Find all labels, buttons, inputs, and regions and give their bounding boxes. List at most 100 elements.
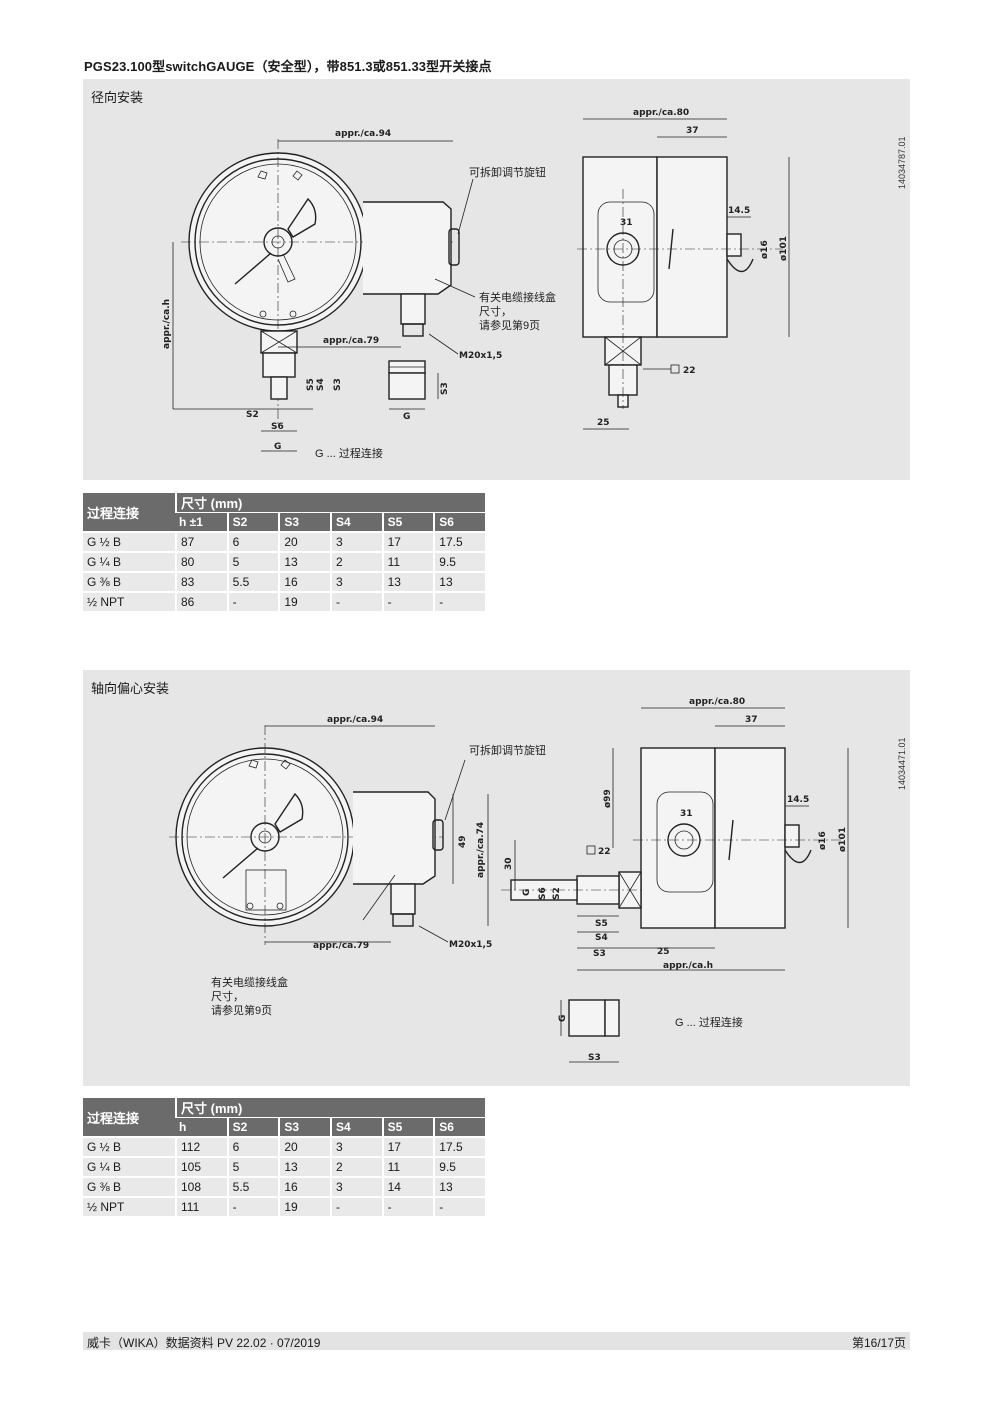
drawing-axial: appr./ca.94 49 appr./ca.74 appr./ca.79 M… [169,697,907,1063]
svg-text:G: G [522,889,532,896]
svg-text:appr./ca.79: appr./ca.79 [323,336,379,346]
footer-publication: 威卡（WIKA）数据资料 PV 22.02 · 07/2019 [87,1336,321,1350]
svg-text:请参见第9页: 请参见第9页 [479,318,540,332]
notes-axial: 可拆卸调节旋钮 有关电缆接线盒 尺寸， 请参见第9页 G ... 过程连接 [211,743,743,1029]
svg-text:appr./ca.74: appr./ca.74 [476,822,486,878]
header-s6: S6 [433,512,485,531]
header-s2: S2 [226,1117,279,1136]
svg-text:M20x1,5: M20x1,5 [449,940,492,950]
svg-text:S2: S2 [246,410,259,420]
svg-text:14.5: 14.5 [728,206,750,216]
svg-text:S3: S3 [440,382,450,395]
svg-text:ø16: ø16 [760,240,770,259]
svg-text:31: 31 [620,218,633,228]
header-h: h ±1 [175,512,227,531]
svg-text:S5: S5 [595,919,608,929]
header-s4: S4 [329,1117,382,1136]
notes-radial: 可拆卸调节旋钮 有关电缆接线盒 尺寸， 请参见第9页 G ... 过程连接 [315,165,556,460]
svg-text:S6: S6 [538,887,548,900]
drawing-radial: appr./ca.94 appr./ca.79 appr./ca.h S2 S6… [162,108,907,460]
gauge-side-view [501,747,843,1037]
svg-text:S3: S3 [333,378,343,391]
svg-text:M20x1,5: M20x1,5 [459,351,502,361]
svg-text:G: G [558,1015,568,1022]
footer-page-number: 第16/17页 [851,1336,906,1350]
svg-text:请参见第9页: 请参见第9页 [211,1003,272,1017]
drawing-code-radial: 14034787.01 [897,136,907,189]
header-process-connection: 过程连接 [83,493,175,531]
header-s3: S3 [278,512,330,531]
svg-text:ø99: ø99 [603,789,613,808]
svg-text:30: 30 [504,857,514,870]
gauge-front-view [181,139,460,424]
header-s6: S6 [433,1117,485,1136]
svg-text:G ... 过程连接: G ... 过程连接 [315,447,383,460]
dimensions-front: appr./ca.94 49 appr./ca.74 appr./ca.79 M… [265,715,492,951]
dimensions-front: appr./ca.94 appr./ca.79 appr./ca.h S2 S6… [162,129,502,452]
svg-text:appr./ca.80: appr./ca.80 [633,108,689,118]
gauge-front-view [169,725,444,945]
svg-text:G ... 过程连接: G ... 过程连接 [675,1016,743,1029]
gauge-side-view [577,156,783,409]
drawing-panel-radial: 径向安装 [83,79,910,480]
svg-text:ø101: ø101 [838,827,848,852]
panel-label-axial: 轴向偏心安装 [91,681,170,696]
dimensions-side: appr./ca.80 37 14.5 31 ø16 ø101 22 25 [583,108,790,430]
svg-text:49: 49 [458,835,468,848]
svg-text:25: 25 [597,418,610,428]
svg-text:25: 25 [657,947,670,957]
svg-text:S6: S6 [271,422,284,432]
svg-text:appr./ca.h: appr./ca.h [162,299,172,349]
svg-text:appr./ca.94: appr./ca.94 [335,129,391,139]
header-s3: S3 [278,1117,330,1136]
svg-text:S3: S3 [588,1053,601,1063]
header-s2: S2 [226,512,279,531]
drawing-code-axial: 14034471.01 [897,737,907,790]
svg-text:G: G [403,412,410,422]
document-title: PGS23.100型switchGAUGE（安全型），带851.3或851.33… [84,59,492,74]
svg-text:S4: S4 [316,378,326,391]
svg-text:14.5: 14.5 [787,795,809,805]
panel-label-radial: 径向安装 [91,90,144,105]
dimensions-side: appr./ca.80 37 ø99 14.5 31 ø16 ø101 30 2… [504,697,849,1063]
svg-text:可拆卸调节旋钮: 可拆卸调节旋钮 [469,165,546,179]
svg-text:S3: S3 [593,949,606,959]
svg-text:37: 37 [686,126,699,136]
svg-text:appr./ca.79: appr./ca.79 [313,941,369,951]
svg-text:S5: S5 [306,378,316,391]
svg-text:ø101: ø101 [779,236,789,261]
svg-text:appr./ca.h: appr./ca.h [663,961,713,971]
drawing-panel-axial: 轴向偏心安装 appr./ca.94 49 [83,670,910,1086]
svg-text:尺寸，: 尺寸， [211,989,244,1003]
header-process-connection: 过程连接 [83,1098,175,1136]
header-dimensions: 尺寸 (mm) [175,493,485,512]
header-dimensions: 尺寸 (mm) [175,1098,485,1117]
svg-text:31: 31 [680,809,693,819]
svg-text:appr./ca.80: appr./ca.80 [689,697,745,707]
svg-text:appr./ca.94: appr./ca.94 [327,715,383,725]
svg-text:22: 22 [683,366,696,376]
svg-text:ø16: ø16 [818,831,828,850]
header-s5: S5 [381,1117,434,1136]
svg-text:可拆卸调节旋钮: 可拆卸调节旋钮 [469,743,546,757]
svg-text:37: 37 [745,715,758,725]
header-s5: S5 [381,512,434,531]
svg-text:有关电缆接线盒: 有关电缆接线盒 [479,290,556,304]
svg-text:S4: S4 [595,933,608,943]
page-footer: 威卡（WIKA）数据资料 PV 22.02 · 07/2019 第16/17页 [83,1332,910,1350]
header-s4: S4 [329,512,382,531]
svg-text:S2: S2 [552,887,562,900]
svg-text:22: 22 [598,847,611,857]
svg-text:有关电缆接线盒: 有关电缆接线盒 [211,975,288,989]
header-h: h [175,1117,227,1136]
svg-text:尺寸，: 尺寸， [479,304,512,318]
